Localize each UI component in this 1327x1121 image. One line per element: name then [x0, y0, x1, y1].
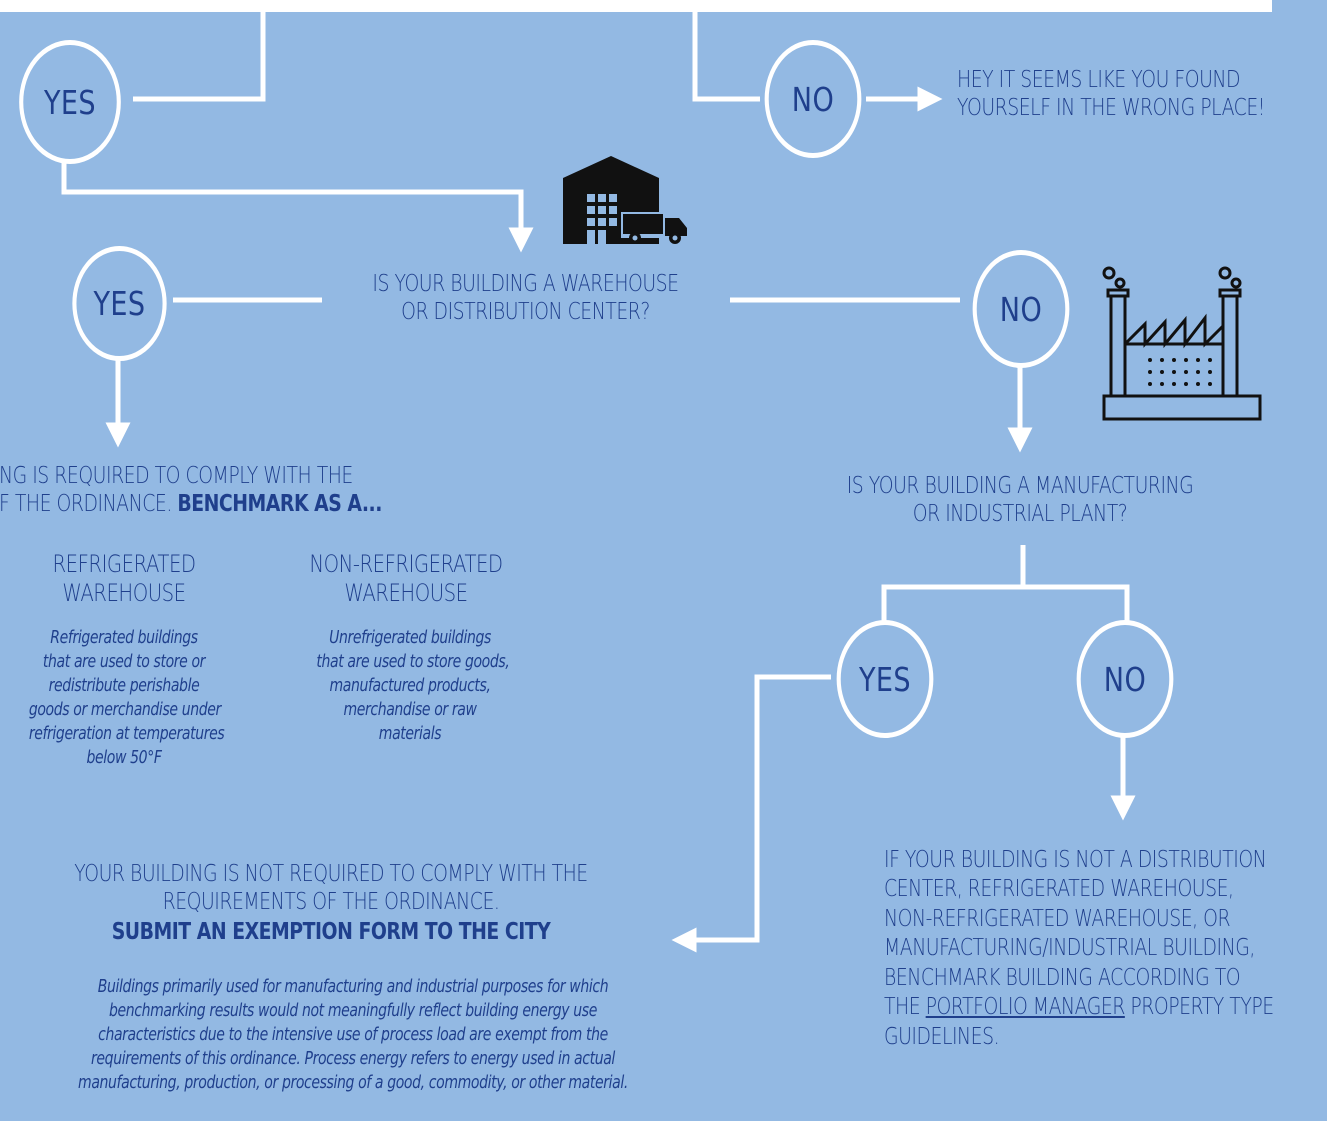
yes-node-warehouse: YES — [72, 246, 167, 361]
other-property-text: IF YOUR BUILDING IS NOT A DISTRIBUTION C… — [884, 847, 1274, 1050]
refrigerated-warehouse-desc: Refrigerated buildings that are used to … — [28, 627, 225, 768]
wrong-place-text: HEY IT SEEMS LIKE YOU FOUND YOURSELF IN … — [957, 67, 1265, 122]
no-label: NO — [1103, 659, 1147, 699]
non-refrigerated-warehouse-title: NON-REFRIGERATED WAREHOUSE — [309, 550, 503, 608]
yes-label: YES — [43, 82, 97, 122]
refrigerated-warehouse-title: REFRIGERATED WAREHOUSE — [52, 550, 196, 608]
factory-icon — [1102, 266, 1262, 421]
no-label: NO — [999, 289, 1043, 329]
yes-node-manufacturing: YES — [836, 620, 934, 738]
no-node-manufacturing: NO — [1076, 620, 1174, 738]
portfolio-manager-link[interactable]: PORTFOLIO MANAGER — [925, 994, 1126, 1021]
warehouse-truck-icon — [563, 156, 687, 244]
manufacturing-question: IS YOUR BUILDING A MANUFACTURING OR INDU… — [846, 473, 1194, 528]
no-node-warehouse: NO — [972, 250, 1070, 368]
non-refrigerated-warehouse-desc: Unrefrigerated buildings that are used t… — [316, 627, 510, 744]
yes-node-top: YES — [19, 40, 121, 164]
yes-label: YES — [858, 659, 912, 699]
yes-label: YES — [93, 284, 146, 323]
exemption-desc: Buildings primarily used for manufacturi… — [78, 976, 628, 1093]
no-node-top: NO — [764, 40, 862, 158]
exemption-text: YOUR BUILDING IS NOT REQUIRED TO COMPLY … — [74, 861, 588, 946]
required-text: NG IS REQUIRED TO COMPLY WITH THE F THE … — [0, 463, 382, 518]
warehouse-question: IS YOUR BUILDING A WAREHOUSE OR DISTRIBU… — [372, 271, 679, 326]
no-label: NO — [791, 79, 835, 119]
